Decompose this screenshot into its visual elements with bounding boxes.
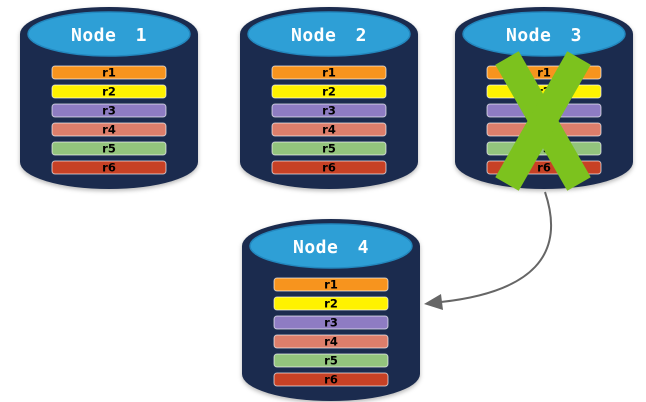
record-bar-r6 [51,160,167,175]
record-label-r1: r1 [322,66,336,80]
record-label-r2: r2 [102,85,116,99]
record-bar-r5 [271,141,387,156]
record-label-r3: r3 [324,316,338,330]
node-label: Node 1 [71,25,147,46]
record-label-r6: r6 [324,373,338,387]
db-node-1: Node 1 r1 r2 r3 r4 r5 r6 [20,7,198,189]
record-label-r4: r4 [537,123,551,137]
record-label-r5: r5 [102,142,116,156]
record-bar-r3 [51,103,167,118]
record-bar-r3 [273,315,389,330]
record-bar-r6 [273,372,389,387]
node-label: Node 2 [291,25,367,46]
record-list: r1 r2 r3 r4 r5 r6 [273,277,389,387]
record-bar-r1 [273,277,389,292]
record-label-r6: r6 [102,161,116,175]
record-label-r4: r4 [324,335,338,349]
record-bar-r1 [271,65,387,80]
record-bar-r4 [273,334,389,349]
db-node-4: Node 4 r1 r2 r3 r4 r5 r6 [242,219,420,401]
record-bar-r2 [271,84,387,99]
record-bar-r5 [51,141,167,156]
record-label-r2: r2 [537,85,551,99]
record-list: r1 r2 r3 r4 r5 r6 [271,65,387,175]
record-list: r1 r2 r3 r4 r5 r6 [51,65,167,175]
record-label-r2: r2 [324,297,338,311]
record-bar-r5 [273,353,389,368]
record-label-r4: r4 [322,123,336,137]
arrow-head-icon [424,294,443,310]
record-label-r1: r1 [102,66,116,80]
record-label-r5: r5 [322,142,336,156]
node-label: Node 3 [506,25,582,46]
db-node-3: Node 3 r1 r2 r3 r4 r5 r6 [455,7,633,189]
arrow-curve [440,191,553,303]
record-bar-r2 [51,84,167,99]
record-label-r6: r6 [537,161,551,175]
record-bar-r6 [271,160,387,175]
record-bar-r2 [273,296,389,311]
record-label-r3: r3 [537,104,551,118]
record-label-r2: r2 [322,85,336,99]
record-label-r3: r3 [102,104,116,118]
record-label-r1: r1 [324,278,338,292]
record-bar-r1 [51,65,167,80]
record-bar-r3 [271,103,387,118]
record-label-r5: r5 [537,142,551,156]
cylinder-top [249,223,413,269]
db-node-2: Node 2 r1 r2 r3 r4 r5 r6 [240,7,418,189]
record-label-r6: r6 [322,161,336,175]
record-label-r1: r1 [537,66,551,80]
cylinder-top [247,11,411,57]
record-bar-r4 [51,122,167,137]
cylinder-top [27,11,191,57]
record-label-r5: r5 [324,354,338,368]
record-bar-r4 [271,122,387,137]
record-label-r3: r3 [322,104,336,118]
node-label: Node 4 [293,237,369,258]
record-label-r4: r4 [102,123,116,137]
